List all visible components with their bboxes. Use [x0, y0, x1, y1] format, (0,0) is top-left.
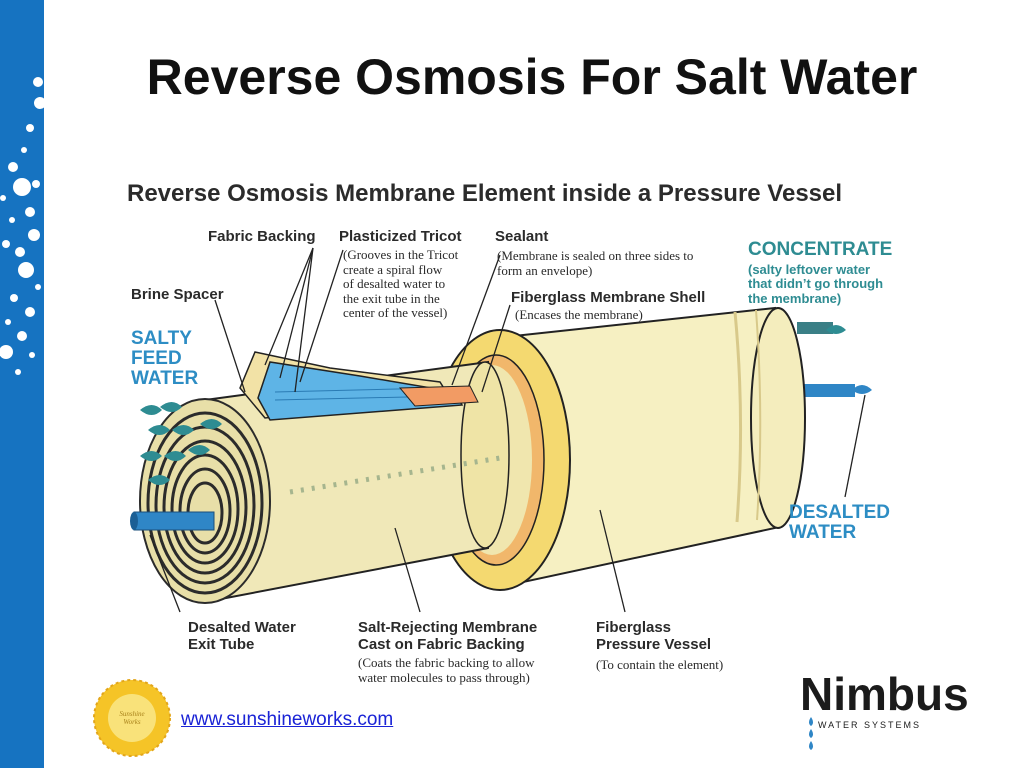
label-plasticized-tricot: Plasticized Tricot [339, 228, 462, 245]
pressure-vessel [494, 306, 806, 590]
label-desalted-water-exit-tube: Desalted Water Exit Tube [188, 619, 296, 653]
brand-tagline: WATER SYSTEMS [818, 720, 922, 730]
fiberglass-membrane-shell-note: (Encases the membrane) [515, 307, 643, 322]
membrane-element [204, 360, 510, 604]
left-accent-bar [0, 0, 46, 768]
website-link[interactable]: www.sunshineworks.com [181, 709, 394, 730]
slide-title: Reverse Osmosis For Salt Water [146, 49, 918, 105]
label-sealant: Sealant [495, 228, 549, 245]
concentrate-outlet-tube [797, 322, 833, 334]
peeled-membrane-layers [239, 351, 479, 421]
desalted-outlet-tube [800, 384, 855, 397]
label-salty-feed-water: SALTY FEED WATER [131, 328, 199, 389]
sun-logo-text: Sunshine Works [119, 710, 145, 726]
pressure-vessel-note: (To contain the element) [596, 657, 724, 672]
water-drop-icon [826, 325, 846, 334]
sealant-note: (Membrane is sealed on three sides to fo… [497, 248, 694, 278]
feed-water-drops [140, 402, 222, 485]
label-desalted-water: DESALTED WATER [789, 502, 890, 543]
label-pointers [149, 247, 866, 613]
water-drop-icon [809, 717, 813, 750]
spiral-wound-end [139, 398, 271, 604]
brand-name: Nimbus [800, 668, 969, 720]
label-pressure-vessel: Fiberglass Pressure Vessel [596, 619, 712, 653]
plasticized-tricot-note: (Grooves in the Tricot create a spiral f… [343, 247, 459, 321]
bubble-decoration [0, 77, 46, 375]
concentrate-note: (salty leftover water that didn’t go thr… [748, 262, 884, 306]
water-drop-icon [852, 385, 872, 394]
label-brine-spacer: Brine Spacer [131, 286, 224, 303]
salt-rejecting-membrane-note: (Coats the fabric backing to allow water… [358, 655, 535, 685]
desalted-exit-tube [130, 511, 215, 531]
sun-logo-icon [93, 679, 171, 757]
label-concentrate: CONCENTRATE [748, 239, 893, 260]
label-fiberglass-membrane-shell: Fiberglass Membrane Shell [511, 289, 706, 306]
label-salt-rejecting-membrane: Salt-Rejecting Membrane Cast on Fabric B… [358, 619, 538, 653]
nimbus-logo: Nimbus WATER SYSTEMS [800, 671, 969, 730]
label-fabric-backing: Fabric Backing [208, 228, 316, 245]
diagram-heading: Reverse Osmosis Membrane Element inside … [127, 180, 843, 207]
